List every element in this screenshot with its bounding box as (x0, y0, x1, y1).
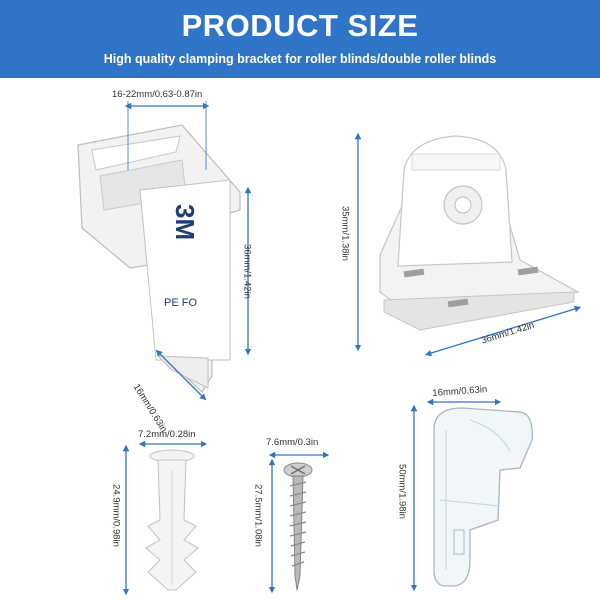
anchor-width-label: 7.2mm/0.28in (138, 429, 196, 440)
clamp-width-label: 16-22mm/0.63-0.87in (112, 89, 203, 100)
tape-line-text: PE FO (164, 297, 197, 309)
bracket-height-label: 35mm/1.38in (339, 206, 351, 261)
tape-brand-text: 3M (170, 204, 200, 240)
header-banner (0, 0, 600, 78)
screw-length-label: 27.5mm/1.08in (252, 484, 264, 547)
screw-width-label: 7.6mm/0.3in (266, 437, 319, 448)
wall-anchor (145, 449, 199, 591)
clamp-height-label: 36mm/1.42in (241, 244, 253, 299)
bracket-width-arrow (424, 305, 582, 357)
page-subtitle: High quality clamping bracket for roller… (103, 52, 497, 66)
clamp-depth-arrow (155, 349, 207, 401)
wall-bracket (379, 135, 580, 331)
transparent-clip (433, 407, 533, 587)
screw (283, 462, 313, 591)
clip-height-label: 50mm/1.98in (396, 464, 408, 519)
anchor-length-label: 24.9mm/0.98in (110, 484, 122, 547)
clamp-bracket (77, 124, 241, 393)
page-title: PRODUCT SIZE (181, 8, 419, 43)
